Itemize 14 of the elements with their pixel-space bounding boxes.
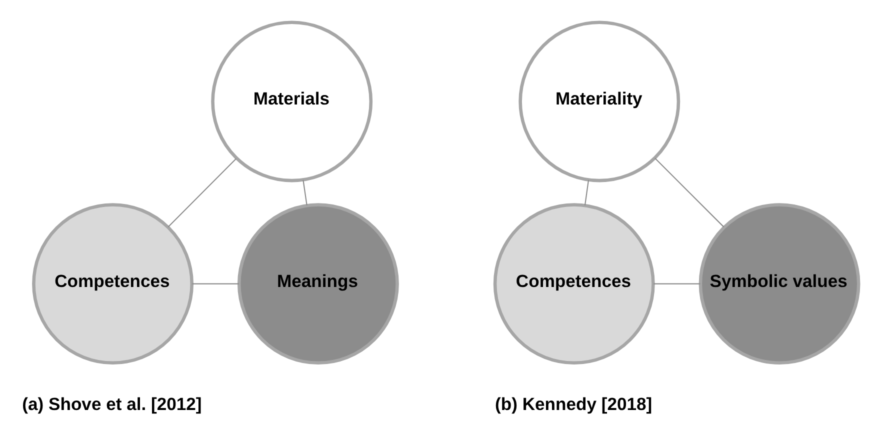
- label: (a) Shove et al. [2012]: [22, 393, 202, 414]
- connector: [654, 282, 700, 284]
- node-circle: Competences: [493, 202, 655, 364]
- node-circle: Materials: [211, 20, 373, 182]
- connector: [584, 179, 590, 205]
- label: (b) Kennedy [2018]: [495, 393, 652, 414]
- connector: [302, 179, 308, 205]
- node-circle: Materiality: [518, 20, 680, 182]
- connector: [168, 158, 237, 227]
- connector: [654, 157, 724, 227]
- connector: [192, 282, 239, 284]
- node-circle: Symbolic values: [698, 202, 860, 364]
- node-circle: Competences: [32, 202, 194, 364]
- node-circle: Meanings: [237, 202, 399, 364]
